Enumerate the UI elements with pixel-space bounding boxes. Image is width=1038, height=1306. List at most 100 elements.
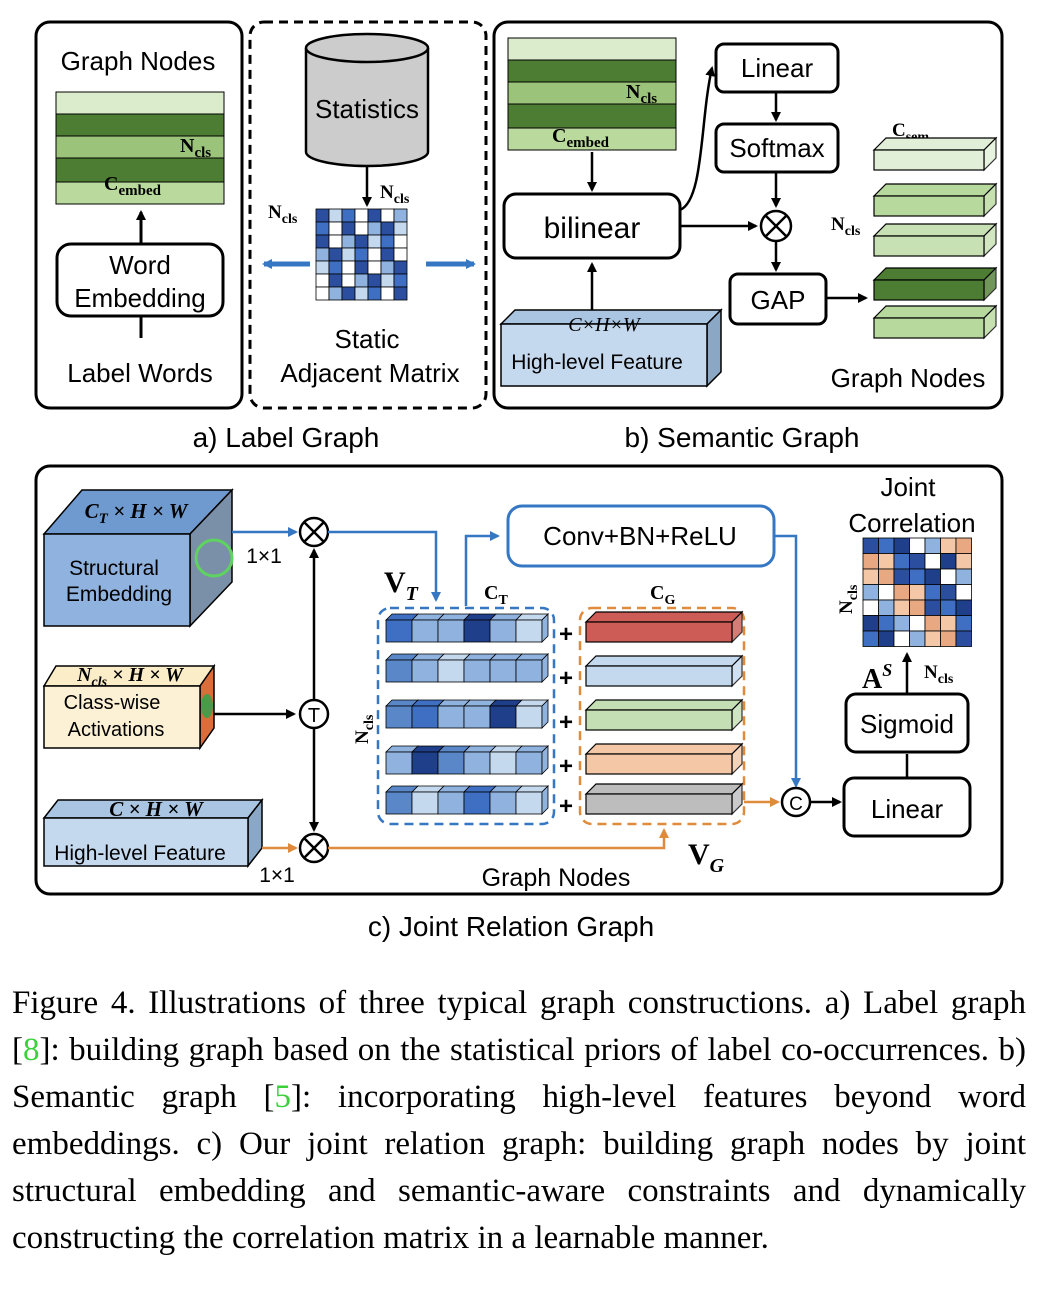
plus-sign: +: [559, 621, 573, 648]
panel-c-frame: [34, 464, 1004, 896]
static-adjacent-matrix: [315, 208, 408, 301]
vt-cube-front: [515, 791, 543, 815]
plus-signs: +++++: [559, 621, 573, 820]
joint-matrix-cell: [924, 537, 941, 554]
joint-matrix-cell: [862, 584, 879, 601]
vt-cube-front: [489, 791, 517, 815]
vg-bar-top: [584, 699, 744, 711]
bilinear-label: bilinear: [544, 212, 641, 245]
panel-c-graph-nodes-label: Graph Nodes: [482, 864, 631, 892]
static-matrix-cell: [393, 221, 408, 236]
joint-matrix-cell: [955, 553, 972, 570]
vg-bar-top: [584, 655, 744, 667]
vt-cube-front: [437, 791, 465, 815]
static-matrix-cell: [393, 247, 408, 262]
joint-matrix-cell: [909, 615, 926, 632]
joint-matrix-cell: [893, 630, 910, 647]
vt-cube-front: [385, 619, 413, 643]
static-matrix-cell: [380, 234, 395, 249]
gap-label: GAP: [751, 285, 806, 315]
vt-cube-side: [541, 699, 549, 729]
vt-cube-front: [489, 619, 517, 643]
joint-matrix-cell: [909, 553, 926, 570]
matrix-ncls-top: Ncls: [380, 182, 410, 207]
vt-label: VT: [384, 566, 419, 605]
joint-line1: Joint: [881, 472, 937, 502]
plus-sign: +: [559, 709, 573, 736]
panel-a-cembed-label: Cembed: [104, 173, 162, 199]
static-matrix-cell: [367, 273, 382, 288]
vg-bar-top: [584, 743, 744, 755]
cg-label: CG: [650, 582, 675, 608]
joint-matrix-cell: [878, 537, 895, 554]
panel-a-graph-nodes-title: Graph Nodes: [61, 46, 216, 76]
joint-correlation-matrix: [862, 537, 972, 647]
static-matrix-cell: [367, 221, 382, 236]
vt-cube-front: [515, 659, 543, 683]
joint-line2: Correlation: [848, 508, 975, 538]
joint-matrix-cell: [955, 615, 972, 632]
joint-ncls-label: Ncls: [836, 584, 861, 614]
joint-matrix-cell: [893, 584, 910, 601]
joint-matrix-cell: [924, 584, 941, 601]
static-matrix-cell: [367, 247, 382, 262]
vg-dashed-group: [578, 606, 746, 826]
panel-a-node-stack: [55, 91, 225, 205]
static-matrix-cell: [315, 247, 330, 262]
word-embedding-line1: Word: [109, 250, 171, 280]
vg-bar-top: [584, 611, 744, 623]
multiply-icon-b: [759, 209, 793, 243]
static-matrix-cell: [315, 273, 330, 288]
panel-b-cembed-label: Cembed: [552, 125, 610, 151]
joint-matrix-cell: [878, 599, 895, 616]
caption-label: Figure 4.: [12, 985, 136, 1021]
joint-matrix-cell: [940, 568, 957, 585]
joint-matrix-cell: [878, 553, 895, 570]
vt-ncls-label: Ncls: [352, 714, 377, 744]
vg-bar-front: [585, 753, 733, 775]
joint-matrix-cell: [924, 553, 941, 570]
vt-cube-front: [463, 659, 491, 683]
static-matrix-cell: [328, 208, 343, 223]
panel-c-caption: c) Joint Relation Graph: [368, 911, 654, 942]
joint-matrix-cell: [862, 615, 879, 632]
as-label: AS: [862, 660, 892, 695]
arrow-multiply-to-vg: [328, 828, 669, 850]
conv-1x1-top: 1×1: [246, 545, 282, 568]
caption-text-1: Illustrations of three typical graph con…: [12, 985, 1026, 1068]
b-node-bar-front: [873, 149, 985, 171]
static-matrix-cell: [341, 273, 356, 288]
vt-cube-front: [385, 705, 413, 729]
static-matrix-cell: [393, 260, 408, 275]
vt-cube-front: [515, 751, 543, 775]
panel-a-caption: a) Label Graph: [193, 422, 380, 453]
b-node-bar-front: [873, 317, 985, 339]
citation-8[interactable]: 8: [23, 1032, 40, 1068]
panel-c-joint-relation-graph: CT × H × W Structural Embedding Ncls × H…: [34, 464, 1004, 942]
citation-5[interactable]: 5: [274, 1079, 291, 1115]
vt-cube-front: [489, 751, 517, 775]
joint-matrix-cell: [940, 537, 957, 554]
joint-matrix-cell: [893, 568, 910, 585]
joint-matrix-cell: [909, 537, 926, 554]
b-node-bar-top: [872, 223, 998, 237]
plus-sign: +: [559, 665, 573, 692]
plus-sign: +: [559, 753, 573, 780]
arrow-vt-to-conv: [464, 531, 500, 606]
linear-label-b: Linear: [741, 53, 814, 83]
concat-label: C: [789, 794, 803, 815]
panel-c-high-dims: C × H × W: [109, 797, 204, 821]
static-matrix-cell: [341, 234, 356, 249]
vg-bar-front: [585, 709, 733, 731]
panel-a-label-graph: Graph Nodes Ncls Cembed Word Embedding L…: [34, 20, 488, 453]
panel-a-frame: [34, 20, 244, 410]
linear-label-c: Linear: [871, 794, 944, 824]
joint-matrix-cell: [909, 584, 926, 601]
joint-matrix-cell: [862, 630, 879, 647]
vt-cube-front: [411, 705, 439, 729]
structural-embedding-block: [42, 488, 234, 628]
joint-matrix-cell: [878, 630, 895, 647]
vt-cube-front: [515, 619, 543, 643]
joint-matrix-cell: [909, 599, 926, 616]
static-matrix-cell: [367, 260, 382, 275]
